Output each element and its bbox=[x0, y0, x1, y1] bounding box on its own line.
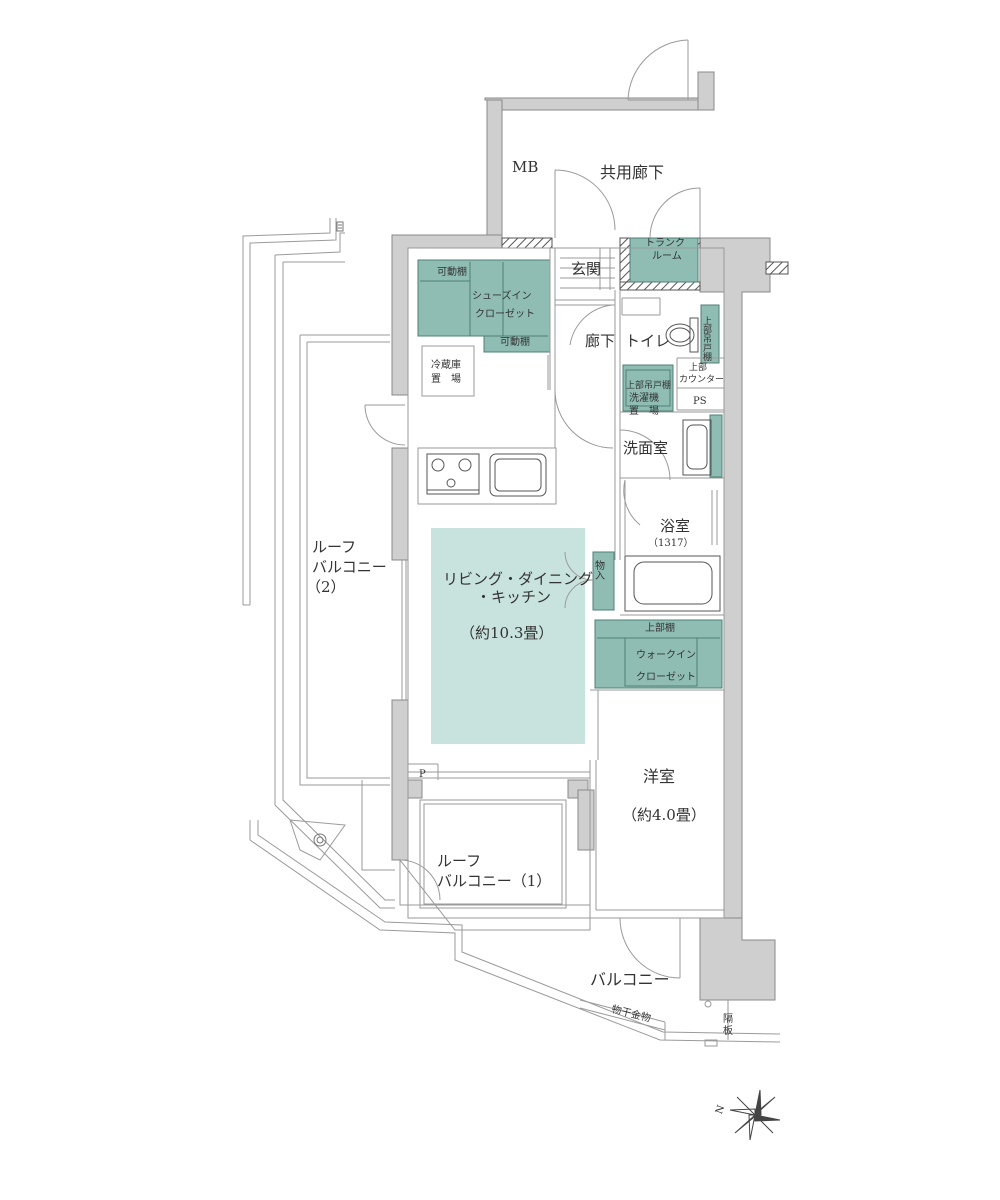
vent-icon bbox=[336, 221, 344, 232]
label-common-corridor: 共用廊下 bbox=[600, 163, 664, 182]
label-shoe-closet-2: クローゼット bbox=[475, 308, 535, 320]
label-north: N bbox=[714, 1104, 727, 1116]
label-shoe-closet-1: シューズイン bbox=[472, 289, 532, 302]
washbasin-icon bbox=[682, 419, 712, 476]
bath-fixtures bbox=[711, 490, 718, 545]
label-washer-1: 洗濯機 bbox=[629, 391, 659, 404]
label-bathroom-2: （1317） bbox=[648, 537, 693, 549]
balcony-railing bbox=[579, 999, 729, 1047]
label-movable-shelf-bottom: 可動棚 bbox=[500, 335, 530, 348]
label-western-room-2: （約4.0畳） bbox=[622, 806, 706, 824]
label-upper-shelf-toilet: 上部吊戸棚 bbox=[701, 316, 712, 362]
label-roof-balcony2-1: ルーフ bbox=[312, 538, 356, 556]
label-partition-2: 板 bbox=[723, 1024, 733, 1037]
label-hallway: 廊下 bbox=[585, 332, 615, 350]
label-ldk-1: リビング・ダイニング bbox=[443, 570, 593, 588]
label-roof-balcony1-1: ルーフ bbox=[437, 852, 481, 870]
roof-balcony-2-railing bbox=[242, 218, 781, 1043]
label-fridge-1: 冷蔵庫 bbox=[431, 358, 461, 371]
label-roof-balcony1-2: バルコニー（1） bbox=[437, 872, 551, 890]
label-washroom: 洗面室 bbox=[623, 439, 668, 457]
storage-outlines bbox=[420, 262, 720, 687]
label-western-room-1: 洋室 bbox=[643, 767, 675, 786]
label-wic-1: ウォークイン bbox=[636, 649, 696, 661]
storage-blocks bbox=[417, 237, 723, 689]
label-upper-shelf-wic: 上部棚 bbox=[645, 621, 675, 634]
exterior-walls bbox=[391, 71, 776, 1001]
label-washer-2: 置 場 bbox=[629, 404, 659, 417]
label-ps: PS bbox=[693, 396, 707, 407]
label-wic-2: クローゼット bbox=[636, 671, 696, 683]
label-partition-1: 隔 bbox=[723, 1013, 733, 1025]
label-upper-counter-1: 上部 bbox=[689, 361, 707, 373]
drain-icon bbox=[289, 819, 346, 861]
doors bbox=[364, 39, 701, 979]
stove-icon bbox=[426, 453, 480, 495]
label-bathroom-1: 浴室 bbox=[660, 517, 690, 535]
label-trunk-room-2: ルーム bbox=[652, 250, 682, 262]
sink-icon bbox=[489, 453, 547, 497]
label-upper-counter-2: カウンター bbox=[679, 374, 724, 385]
label-ldk-3: （約10.3畳） bbox=[460, 624, 553, 642]
label-storage-small: 物入 bbox=[593, 559, 605, 580]
ldk-floor bbox=[431, 528, 585, 744]
label-washer-upper: 上部吊戸棚 bbox=[626, 379, 671, 391]
label-entrance: 玄関 bbox=[571, 260, 601, 278]
bathtub-icon bbox=[624, 555, 721, 612]
toilet-icon bbox=[665, 317, 699, 353]
label-roof-balcony2-2: バルコニー bbox=[312, 558, 387, 576]
label-movable-shelf-top: 可動棚 bbox=[437, 265, 467, 278]
label-fridge-2: 置 場 bbox=[431, 372, 461, 385]
label-mb: MB bbox=[512, 158, 538, 176]
label-roof-balcony2-3: （2） bbox=[306, 578, 346, 596]
compass-icon bbox=[729, 1089, 781, 1141]
label-p: P bbox=[419, 769, 426, 780]
interior-lines bbox=[399, 247, 725, 931]
label-ldk-2: ・キッチン bbox=[476, 588, 551, 606]
label-toilet: トイレ bbox=[625, 332, 670, 350]
label-trunk-room-1: トランク bbox=[645, 237, 685, 249]
label-balcony: バルコニー bbox=[590, 970, 670, 989]
